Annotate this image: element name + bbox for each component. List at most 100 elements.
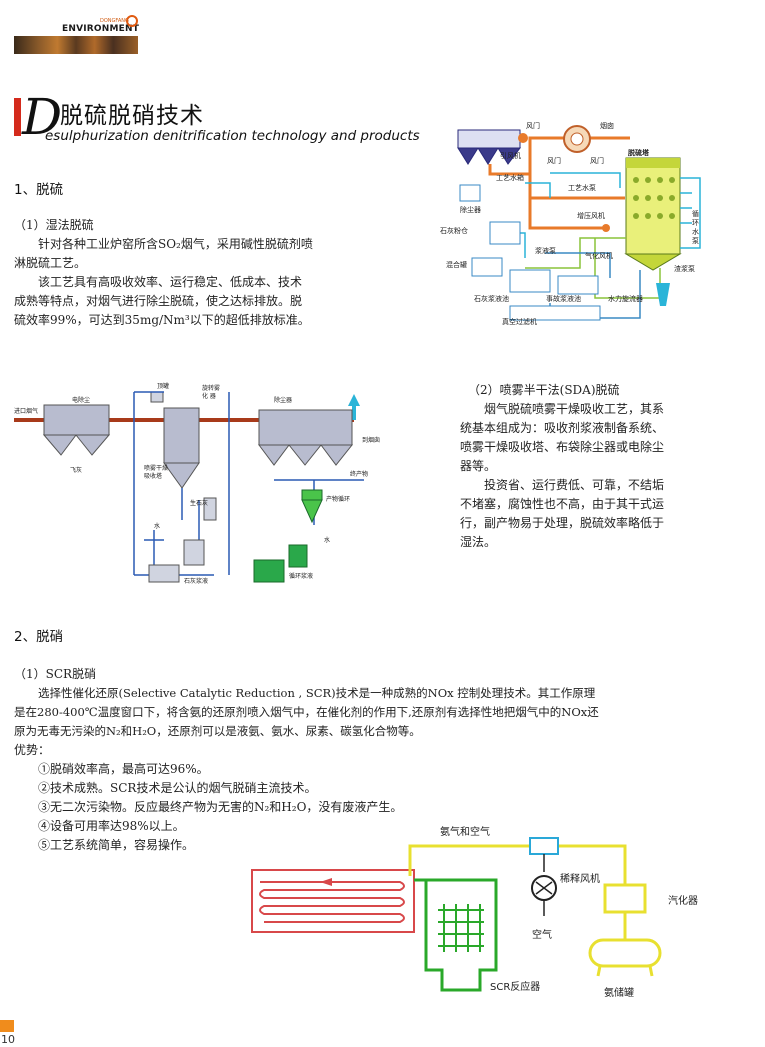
label-desulfurization-tower: 脱硫塔 [628, 148, 650, 157]
recycle-slurry-tank [253, 559, 285, 583]
scr-line: 选择性催化还原(Selective Catalytic Reduction , … [38, 686, 596, 700]
label-top-tank: 顶罐 [157, 382, 169, 390]
lime-hopper [203, 497, 217, 521]
sda-line: 烟气脱硫喷雾干燥吸收工艺，其系 [484, 402, 665, 416]
sda-line: 行，副产物易于处理，脱硫效率略低于 [460, 516, 665, 530]
scr-paragraph: 选择性催化还原(Selective Catalytic Reduction , … [14, 684, 754, 741]
desulfurization-tower-icon [624, 157, 682, 271]
wet-desulfurization-diagram: 风门 烟囱 引风机 风门 风门 脱硫塔 除尘器 工艺水箱 工艺水泵 增压风机 循… [440, 121, 701, 326]
advantage-item: ③无二次污染物。反应最终产物为无害的N₂和H₂O，没有废液产生。 [38, 800, 403, 814]
label-damper-top: 风门 [526, 121, 540, 130]
label-fly-ash: 飞灰 [70, 466, 82, 474]
label-lime-slurry-pool: 石灰浆液池 [474, 294, 509, 303]
boiler-coil-icon [251, 869, 415, 933]
scr-line: 是在280-400℃温度窗口下，将含氨的还原剂喷入烟气中，在催化剂的作用下,还原… [14, 705, 599, 719]
wet-line: 硫效率99%，可达到35mg/Nm³以下的超低排放标准。 [14, 313, 310, 327]
label-hydrocyclone: 水力旋流器 [608, 294, 643, 303]
emergency-pool-box [557, 275, 599, 295]
label-vaporizer: 汽化器 [668, 894, 698, 907]
label-to-chimney: 到烟囱 [362, 436, 380, 444]
label-circ-3: 水 [692, 227, 699, 236]
label-water-2: 水 [324, 536, 330, 544]
label-circ-1: 循 [692, 209, 699, 218]
sda-paragraph: 烟气脱硫喷雾干燥吸收工艺，其系 统基本组成为：吸收剂浆液制备系统、 喷雾干燥吸收… [460, 400, 720, 552]
scr-line: 原为无毒无污染的N₂和H₂O，还原剂可以是液氨、氨水、尿素、碳氢化合物等。 [14, 724, 421, 738]
booster-fan-icon [602, 224, 610, 232]
label-quicklime: 生石灰 [190, 499, 208, 507]
vaporizer-icon [603, 883, 647, 914]
page-number-accent [0, 1020, 14, 1032]
advantage-item: ②技术成熟。SCR技术是公认的烟气脱硝主流技术。 [38, 781, 317, 795]
logo-banner-image [14, 36, 138, 54]
label-esp: 电除尘 [72, 396, 90, 404]
title-accent-bar [14, 98, 21, 136]
sda-line: 喷雾干燥吸收塔、布袋除尘器或电除尘 [460, 440, 665, 454]
label-product-recycle: 产物循环 [326, 495, 350, 503]
label-spray-dryer-2: 吸收塔 [144, 472, 162, 480]
ammonia-tank-icon [588, 938, 662, 968]
label-slurry-pump: 浆液泵 [535, 246, 556, 255]
sda-line: 不堵塞，腐蚀性也不高，由于其干式运 [460, 497, 665, 511]
induced-fan-icon [518, 133, 528, 143]
label-mixing-tank: 混合罐 [446, 260, 467, 269]
wet-line: 该工艺具有高吸收效率、运行稳定、低成本、技术 [38, 275, 303, 289]
sda-heading: （2）喷雾半干法(SDA)脱硫 [468, 383, 620, 397]
baghouse-icon [258, 409, 354, 466]
title-initial: D [22, 88, 63, 146]
label-inlet-flue-gas: 进口烟气 [14, 407, 38, 415]
advantages-list: ①脱硝效率高，最高可达96%。 ②技术成熟。SCR技术是公认的烟气脱硝主流技术。… [38, 760, 402, 855]
label-lime-slurry: 石灰浆液 [184, 577, 208, 585]
label-emergency-pool: 事故浆液池 [546, 294, 581, 303]
label-rotary-atomizer-2: 化 器 [202, 392, 216, 400]
label-oxidation-fan: 气化风机 [585, 251, 613, 260]
label-dilution-fan: 稀释风机 [560, 872, 600, 885]
dust-collector-icon [457, 129, 521, 165]
wet-line: 针对各种工业炉窑所含SO₂烟气，采用碱性脱硫剂喷 [38, 237, 313, 251]
process-water-tank-box [459, 184, 481, 202]
lime-slurry-tank [148, 564, 180, 583]
label-vacuum-filter: 真空过滤机 [502, 317, 537, 326]
label-recycle-slurry: 循环浆液 [289, 572, 313, 580]
label-chimney: 烟囱 [600, 121, 614, 130]
sda-diagram: 顶罐 旋转雾 化 器 电除尘 除尘器 进口烟气 到烟囱 飞灰 喷雾干燥 吸收塔 … [14, 382, 380, 585]
spray-dryer-icon [150, 391, 200, 489]
scr-heading: （1）SCR脱硝 [14, 667, 97, 681]
mixer-icon [529, 837, 559, 855]
label-water-1: 水 [154, 522, 160, 530]
label-scr-reactor: SCR反应器 [490, 980, 540, 993]
mixing-tank-box [471, 257, 503, 277]
recycle-mix-tank [288, 544, 308, 568]
scr-reactor-icon [414, 878, 498, 992]
label-ammonia-air: 氨气和空气 [440, 825, 490, 838]
advantages-label: 优势： [14, 743, 51, 757]
label-rotary-atomizer-1: 旋转雾 [202, 384, 220, 392]
sda-line: 统基本组成为：吸收剂浆液制备系统、 [460, 421, 665, 435]
lime-slurry-pool-box [509, 269, 551, 293]
company-logo: DONGFANG ENVIRONMENT [14, 14, 140, 54]
sda-line: 湿法。 [460, 535, 497, 549]
vacuum-filter-box [509, 305, 601, 321]
advantage-item: ⑤工艺系统简单，容易操作。 [38, 838, 195, 852]
advantage-item: ④设备可用率达98%以上。 [38, 819, 185, 833]
label-ammonia-tank: 氨储罐 [604, 986, 634, 999]
section-heading-denitrification: 2、脱硝 [14, 629, 64, 645]
advantage-item: ①脱硝效率高，最高可达96%。 [38, 762, 209, 776]
scr-diagram: 氨气和空气 稀释风机 汽化器 空气 SCR反应器 氨储罐 [251, 825, 698, 999]
lime-mixing-tank [183, 539, 205, 566]
label-slag-pump: 渣浆泵 [674, 264, 695, 273]
logo-mark-icon [126, 15, 138, 27]
wet-heading: （1）湿法脱硫 [14, 218, 94, 232]
product-recycle-hopper [301, 499, 323, 524]
label-air: 空气 [532, 928, 552, 941]
label-induced-fan: 引风机 [500, 151, 521, 160]
label-spray-dryer-1: 喷雾干燥 [144, 464, 168, 472]
page-number: 10 [1, 1033, 15, 1046]
label-damper-mid: 风门 [547, 156, 561, 165]
wet-line: 成熟等特点，对烟气进行除尘脱硫，使之达标排放。脱 [14, 294, 303, 308]
sda-line: 投资省、运行费低、可靠，不结垢 [484, 478, 665, 492]
label-damper-right: 风门 [590, 156, 604, 165]
page-title: 脱硫脱硝技术 [60, 103, 204, 129]
logo-wordmark: ENVIRONMENT [62, 24, 140, 34]
label-baghouse: 除尘器 [274, 396, 292, 404]
label-process-water-pump: 工艺水泵 [568, 183, 596, 192]
